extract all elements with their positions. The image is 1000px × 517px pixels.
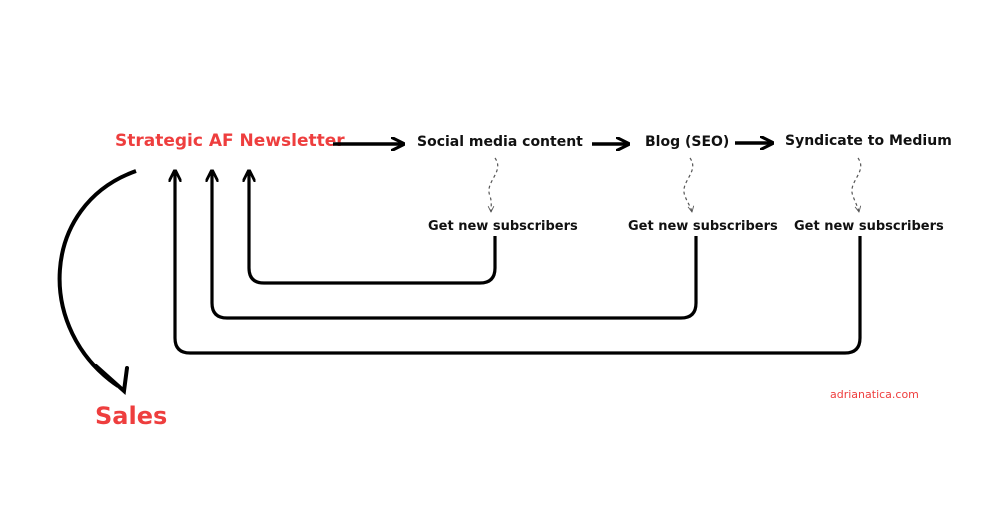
newsletter-node: Strategic AF Newsletter	[115, 131, 345, 151]
blog-subscribers-label: Get new subscribers	[628, 219, 778, 234]
loop-medium-to-newsletter	[175, 172, 862, 355]
dashed-arrow-medium	[851, 157, 862, 212]
social-subscribers-label: Get new subscribers	[428, 219, 578, 234]
credit-text: adrianatica.com	[830, 388, 919, 401]
social-media-content-node: Social media content	[417, 134, 583, 150]
sales-arrow-head	[94, 364, 129, 396]
sales-node: Sales	[95, 402, 168, 430]
dashed-arrow-blog	[683, 157, 693, 212]
loop-social-to-newsletter	[249, 172, 497, 285]
arrow-newsletter-to-sales	[57, 169, 137, 388]
blog-seo-node: Blog (SEO)	[645, 134, 730, 150]
syndicate-medium-node: Syndicate to Medium	[785, 133, 952, 149]
dashed-arrow-social	[489, 157, 499, 212]
medium-subscribers-label: Get new subscribers	[794, 219, 944, 234]
loop-blog-to-newsletter	[212, 172, 698, 320]
